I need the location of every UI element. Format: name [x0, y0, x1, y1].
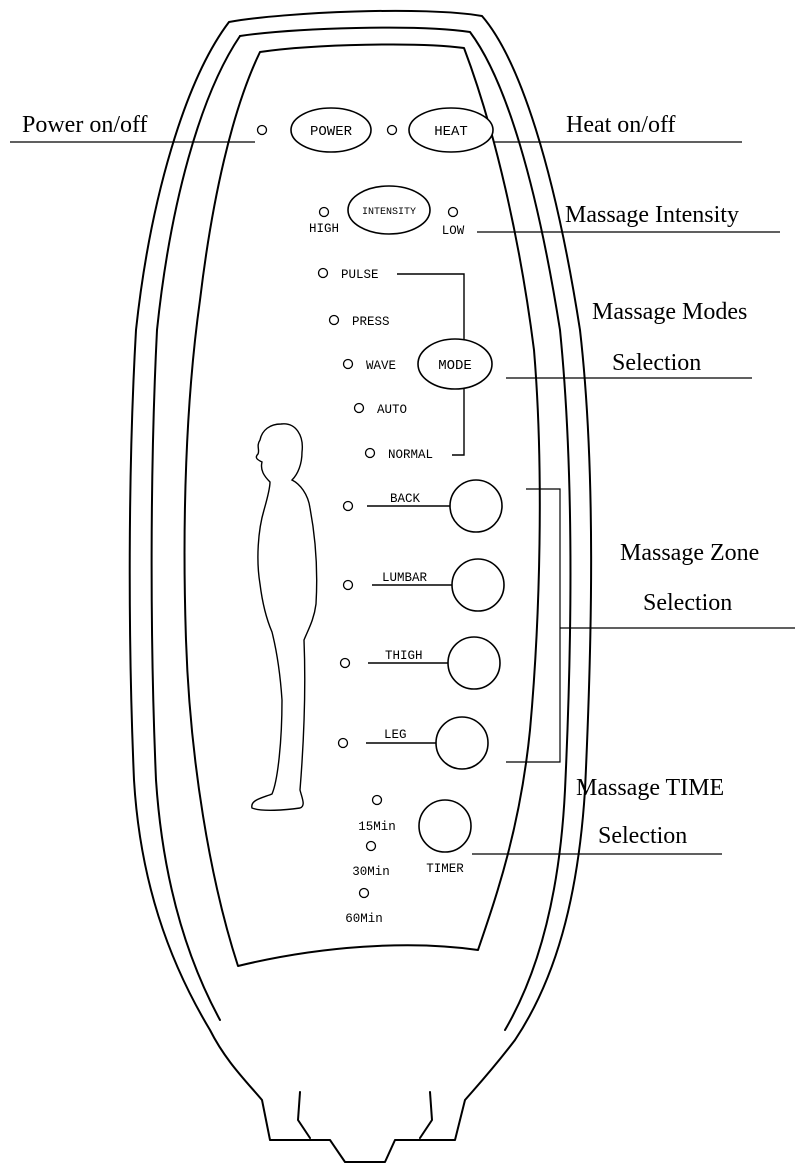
zone-thigh-led [339, 657, 351, 669]
mode-pulse-led [317, 267, 329, 279]
heat-button[interactable] [408, 107, 494, 153]
zone-bracket [506, 488, 561, 763]
mode-normal-label: NORMAL [388, 448, 433, 462]
mode-bracket [397, 273, 465, 340]
power-led [256, 124, 268, 136]
callout-time-line2: Selection [598, 823, 687, 849]
callout-modes-line2: Selection [612, 350, 701, 376]
mode-pulse-label: PULSE [341, 268, 379, 282]
timer-30-led [365, 840, 377, 852]
human-figure-icon [251, 423, 318, 811]
timer-button-label: TIMER [426, 862, 464, 876]
zone-thigh-button[interactable] [447, 636, 501, 690]
mode-button-label: MODE [438, 358, 472, 374]
mode-press-led [328, 314, 340, 326]
heat-button-label: HEAT [434, 124, 468, 140]
zone-back-led [342, 500, 354, 512]
timer-30-label: 30Min [352, 865, 390, 879]
timer-button[interactable] [418, 799, 472, 853]
callout-modes-line1: Massage Modes [592, 299, 747, 325]
mode-auto-led [353, 402, 365, 414]
remote-inner-rim-left [150, 35, 241, 1021]
zone-leg-label: LEG [384, 728, 407, 742]
intensity-button-label: INTENSITY [362, 207, 416, 218]
face-panel [183, 43, 541, 967]
callout-power: Power on/off [22, 112, 148, 138]
zone-leg-led [337, 737, 349, 749]
mode-press-label: PRESS [352, 315, 390, 329]
power-button[interactable] [290, 107, 372, 153]
zone-back-label: BACK [390, 492, 421, 506]
callout-time-line1: Massage TIME [576, 775, 724, 801]
zone-leg-button[interactable] [435, 716, 489, 770]
timer-60-led [358, 887, 370, 899]
remote-inner-rim [239, 26, 572, 1031]
remote-connector [297, 1091, 433, 1139]
intensity-low-led [447, 206, 459, 218]
callout-zone-line2: Selection [643, 590, 732, 616]
timer-15-label: 15Min [358, 820, 396, 834]
mode-auto-label: AUTO [377, 403, 407, 417]
zone-back-button[interactable] [449, 479, 503, 533]
mode-button[interactable] [417, 338, 493, 390]
zone-lumbar-label: LUMBAR [382, 571, 428, 585]
mode-normal-led [364, 447, 376, 459]
intensity-high-led [318, 206, 330, 218]
callout-heat: Heat on/off [566, 112, 676, 138]
remote-outer-shell [128, 9, 593, 1163]
mode-wave-led [342, 358, 354, 370]
intensity-button[interactable] [347, 185, 431, 235]
zone-lumbar-led [342, 579, 354, 591]
callout-intensity: Massage Intensity [565, 202, 739, 228]
intensity-low-label: LOW [442, 224, 465, 238]
timer-15-led [371, 794, 383, 806]
callout-zone-line1: Massage Zone [620, 540, 759, 566]
heat-led [386, 124, 398, 136]
power-button-label: POWER [310, 124, 353, 140]
mode-bracket-lower [452, 388, 465, 456]
zone-thigh-label: THIGH [385, 649, 423, 663]
zone-lumbar-button[interactable] [451, 558, 505, 612]
timer-60-label: 60Min [345, 912, 383, 926]
intensity-high-label: HIGH [309, 222, 339, 236]
mode-wave-label: WAVE [366, 359, 396, 373]
